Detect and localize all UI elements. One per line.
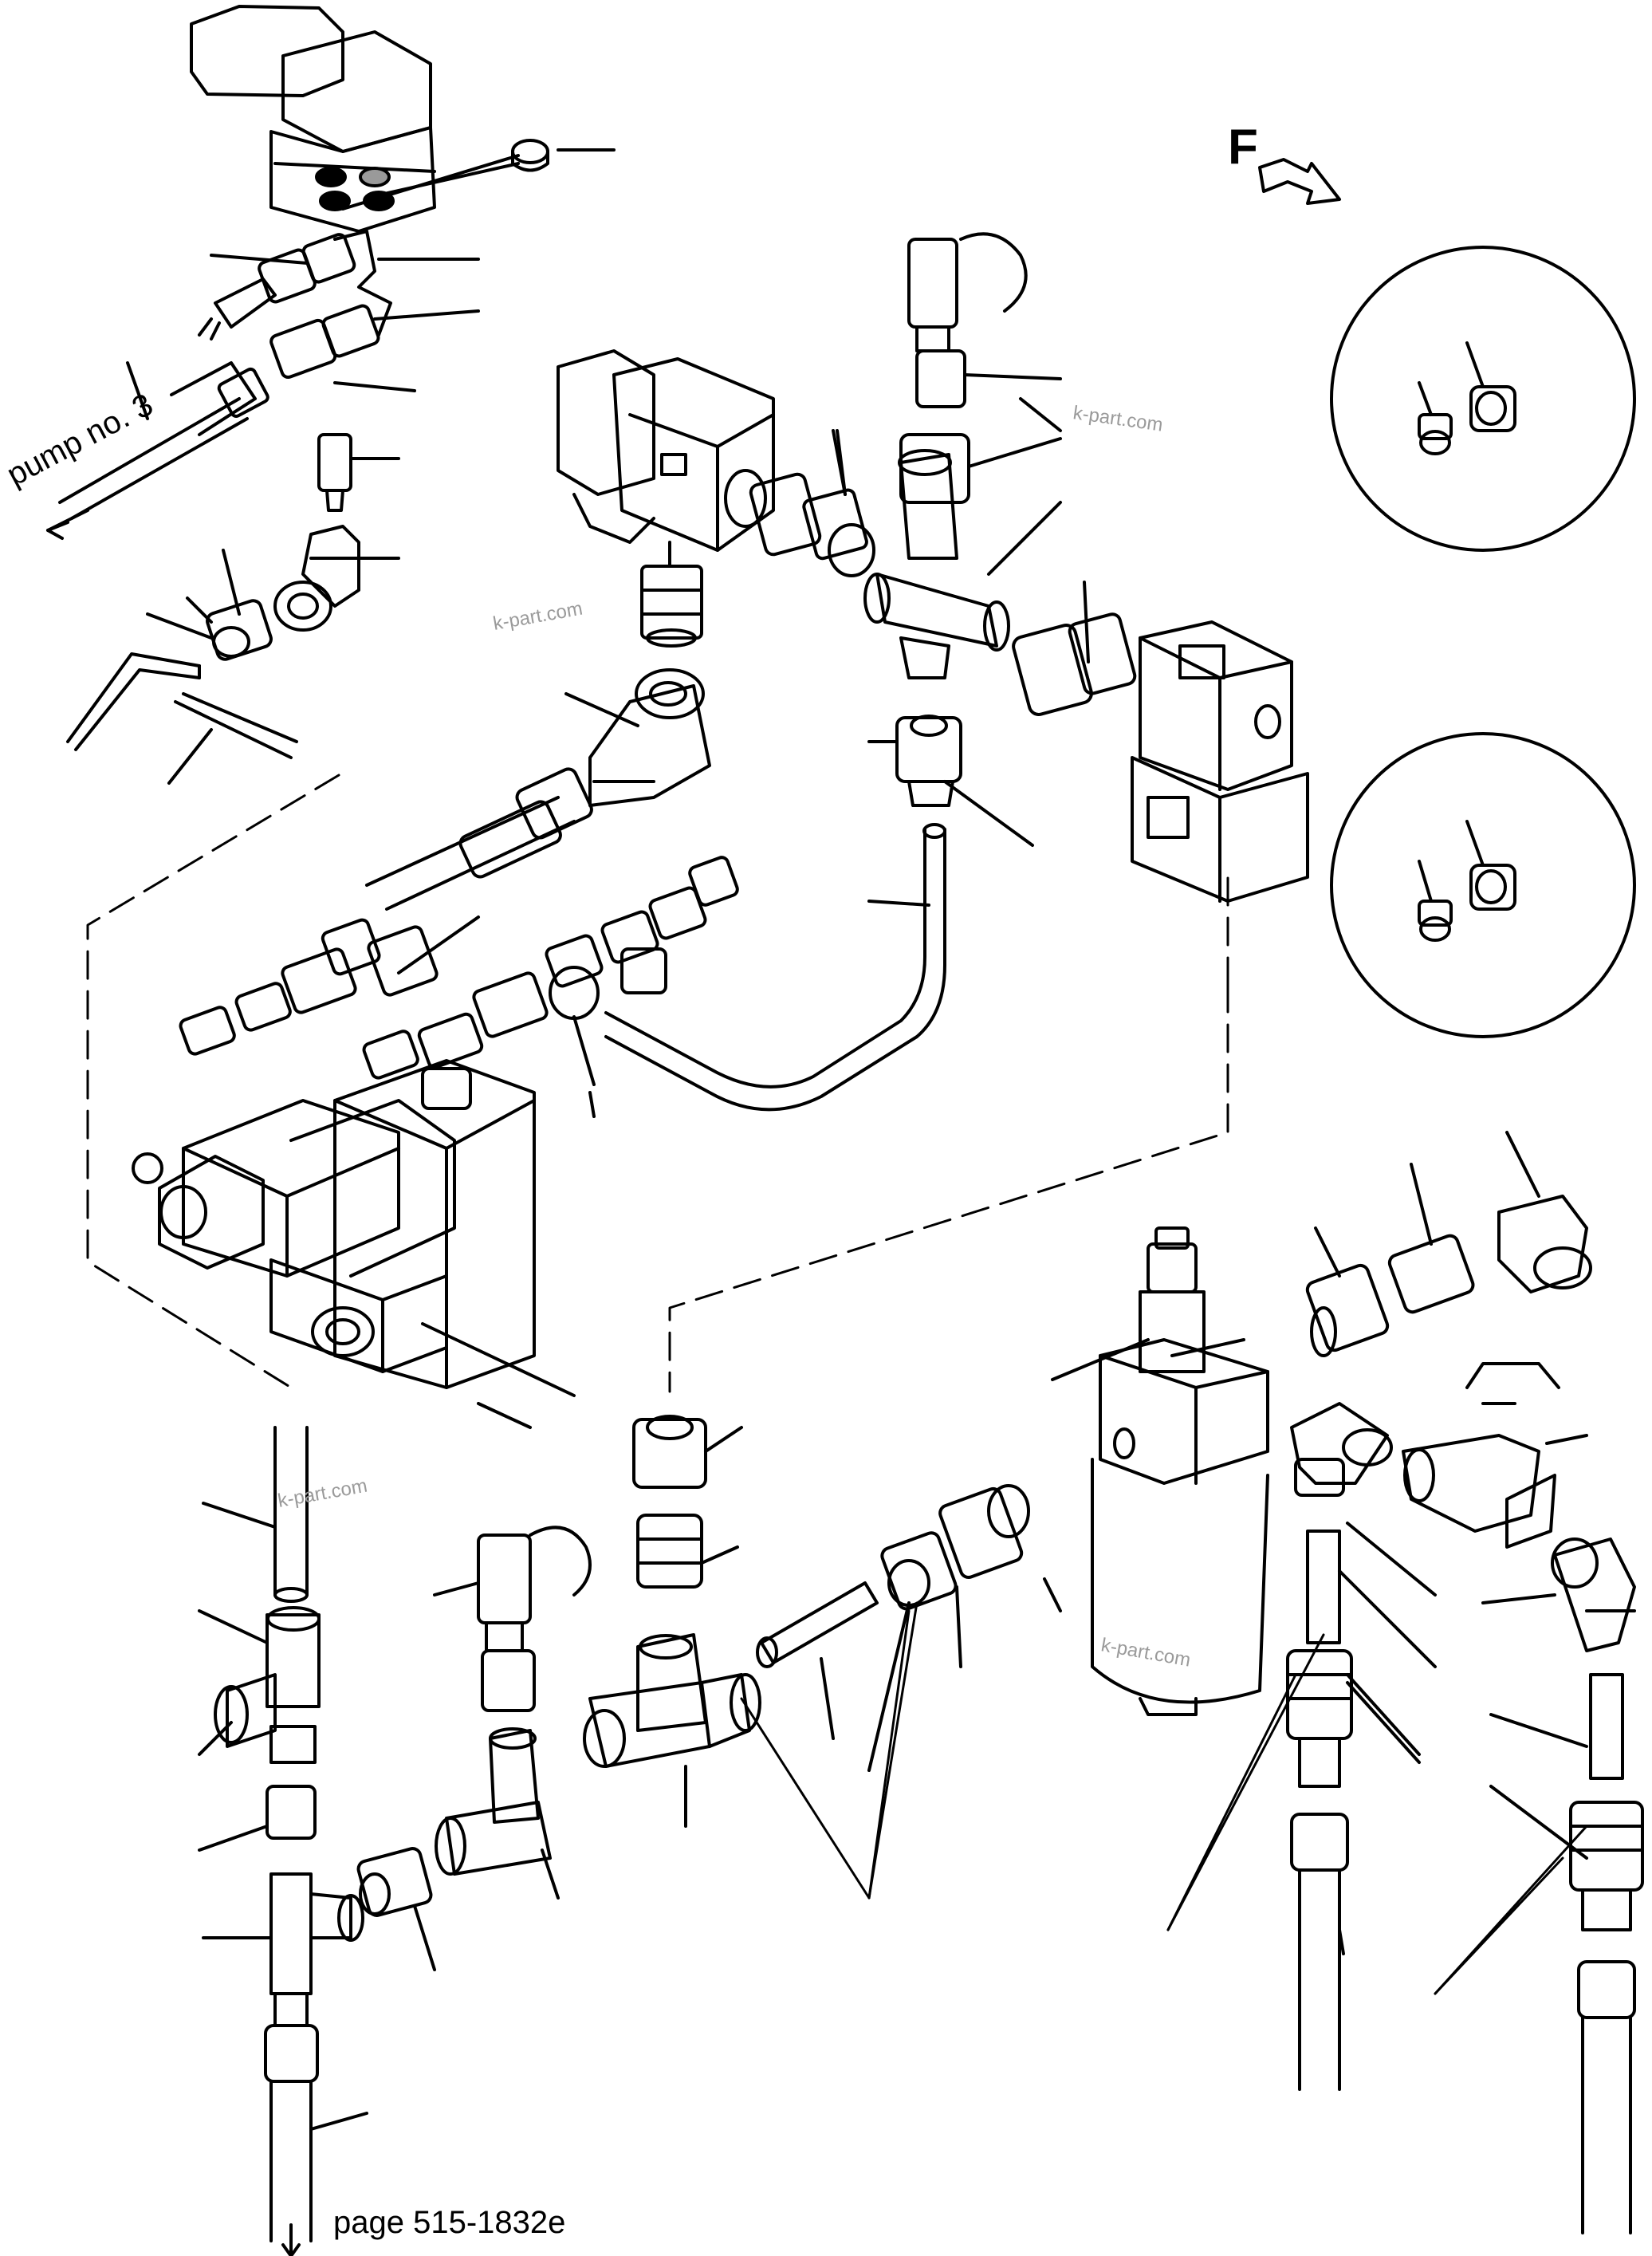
manifold-hose bbox=[365, 767, 593, 974]
right-bottom-stack-b bbox=[1489, 1673, 1644, 2234]
pressure-switch-top-left bbox=[198, 230, 480, 392]
detail-circle-lower bbox=[1330, 732, 1636, 1038]
view-direction-label: F bbox=[1228, 120, 1258, 175]
elbow-fitting-middle bbox=[564, 668, 711, 807]
right-side-fittings bbox=[1290, 1402, 1636, 1668]
fittings-middle bbox=[640, 429, 875, 648]
hose-pump-3 bbox=[46, 361, 269, 540]
solenoid-valve-top-left bbox=[190, 5, 616, 233]
solenoid-valve-upper-middle bbox=[557, 349, 775, 552]
cross-tee-fitting bbox=[836, 397, 1062, 679]
bent-rod bbox=[66, 652, 298, 785]
fittings-top-right bbox=[1305, 1131, 1592, 1389]
watermark-3: k-part.com bbox=[276, 1475, 368, 1512]
fitting-stack-a bbox=[146, 433, 400, 661]
curved-tube bbox=[604, 823, 946, 1112]
nut-below-cross bbox=[867, 715, 1034, 847]
manifold-tee-fittings bbox=[179, 856, 739, 1118]
manifold-block-left bbox=[132, 1059, 576, 1429]
page-reference-label: page 515-1832e bbox=[333, 2205, 565, 2240]
tee-bottom-left bbox=[356, 1727, 560, 1971]
right-bottom-stack-a bbox=[1286, 1530, 1421, 2091]
watermark-2: k-part.com bbox=[491, 598, 584, 635]
left-vertical-assembly bbox=[198, 1426, 368, 2256]
detail-circle-upper bbox=[1330, 246, 1636, 552]
leader-lines-bottom bbox=[740, 1601, 1588, 1995]
watermark-1: k-part.com bbox=[1072, 402, 1164, 436]
hydraulic-filter bbox=[1051, 1226, 1269, 1716]
pump-reference-label: pump no. 3 bbox=[2, 387, 159, 493]
solenoid-valve-right bbox=[1131, 620, 1309, 903]
dashed-connection-lines bbox=[86, 774, 1229, 1393]
fittings-right-of-cross bbox=[1012, 581, 1137, 716]
fitting-stack-bottom-middle bbox=[583, 1415, 761, 1828]
needle-valve-bottom bbox=[433, 1526, 592, 1712]
view-direction-arrow bbox=[1258, 158, 1341, 205]
watermark-4: k-part.com bbox=[1099, 1634, 1192, 1671]
pipe-stub-bottom bbox=[756, 1581, 879, 1740]
needle-valve-top bbox=[899, 232, 1062, 504]
fittings-bottom-middle-right bbox=[867, 1484, 1062, 1772]
